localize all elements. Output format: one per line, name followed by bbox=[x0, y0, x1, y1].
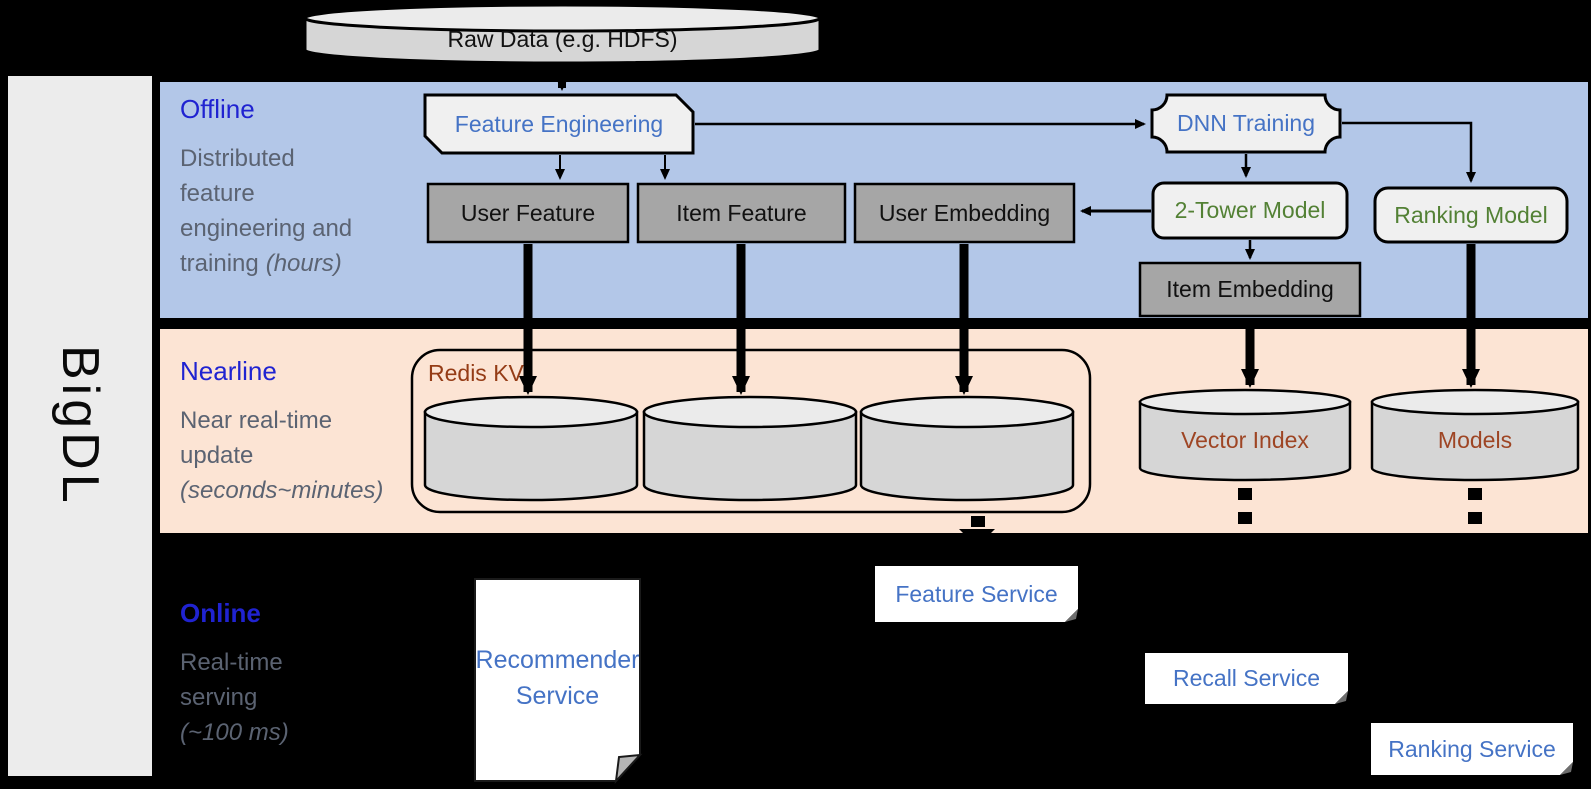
online-description: Real-time serving (~100 ms) bbox=[180, 649, 289, 746]
sidebar-bigdl: BigDL bbox=[8, 76, 152, 776]
redis-kv-label: Redis KV bbox=[428, 359, 524, 386]
online-caption: Online Real-time serving (~100 ms) bbox=[180, 598, 350, 750]
ranking-model-label: Ranking Model bbox=[1394, 201, 1548, 228]
offline-title: Offline bbox=[180, 94, 255, 124]
online-title: Online bbox=[180, 598, 261, 628]
item-feature-label: Item Feature bbox=[676, 199, 807, 226]
nearline-caption: Nearline Near real-time update (seconds~… bbox=[180, 356, 420, 508]
raw-data-label: Raw Data (e.g. HDFS) bbox=[447, 25, 678, 52]
nearline-title: Nearline bbox=[180, 356, 277, 386]
models-label: Models bbox=[1437, 426, 1513, 453]
recommender-service-label: Recommender Service bbox=[475, 646, 640, 710]
dnn-training-label: DNN Training bbox=[1176, 110, 1316, 137]
user-embedding-label: User Embedding bbox=[878, 199, 1051, 226]
offline-description: Distributed feature engineering and trai… bbox=[180, 145, 353, 277]
bigdl-vertical-label: BigDL bbox=[51, 345, 109, 507]
two-tower-model-label: 2-Tower Model bbox=[1174, 197, 1326, 224]
band-online bbox=[160, 540, 1588, 789]
vector-index-label: Vector Index bbox=[1181, 426, 1309, 453]
ranking-service-label: Ranking Service bbox=[1388, 735, 1556, 762]
item-embedding-label: Item Embedding bbox=[1166, 276, 1334, 303]
offline-caption: Offline Distributed feature engineering … bbox=[180, 94, 380, 281]
nearline-description: Near real-time update (seconds~minutes) bbox=[180, 407, 384, 504]
feature-engineering-label: Feature Engineering bbox=[454, 110, 664, 137]
user-feature-label: User Feature bbox=[460, 199, 596, 226]
recall-service-label: Recall Service bbox=[1173, 665, 1320, 692]
feature-service-label: Feature Service bbox=[895, 580, 1058, 607]
